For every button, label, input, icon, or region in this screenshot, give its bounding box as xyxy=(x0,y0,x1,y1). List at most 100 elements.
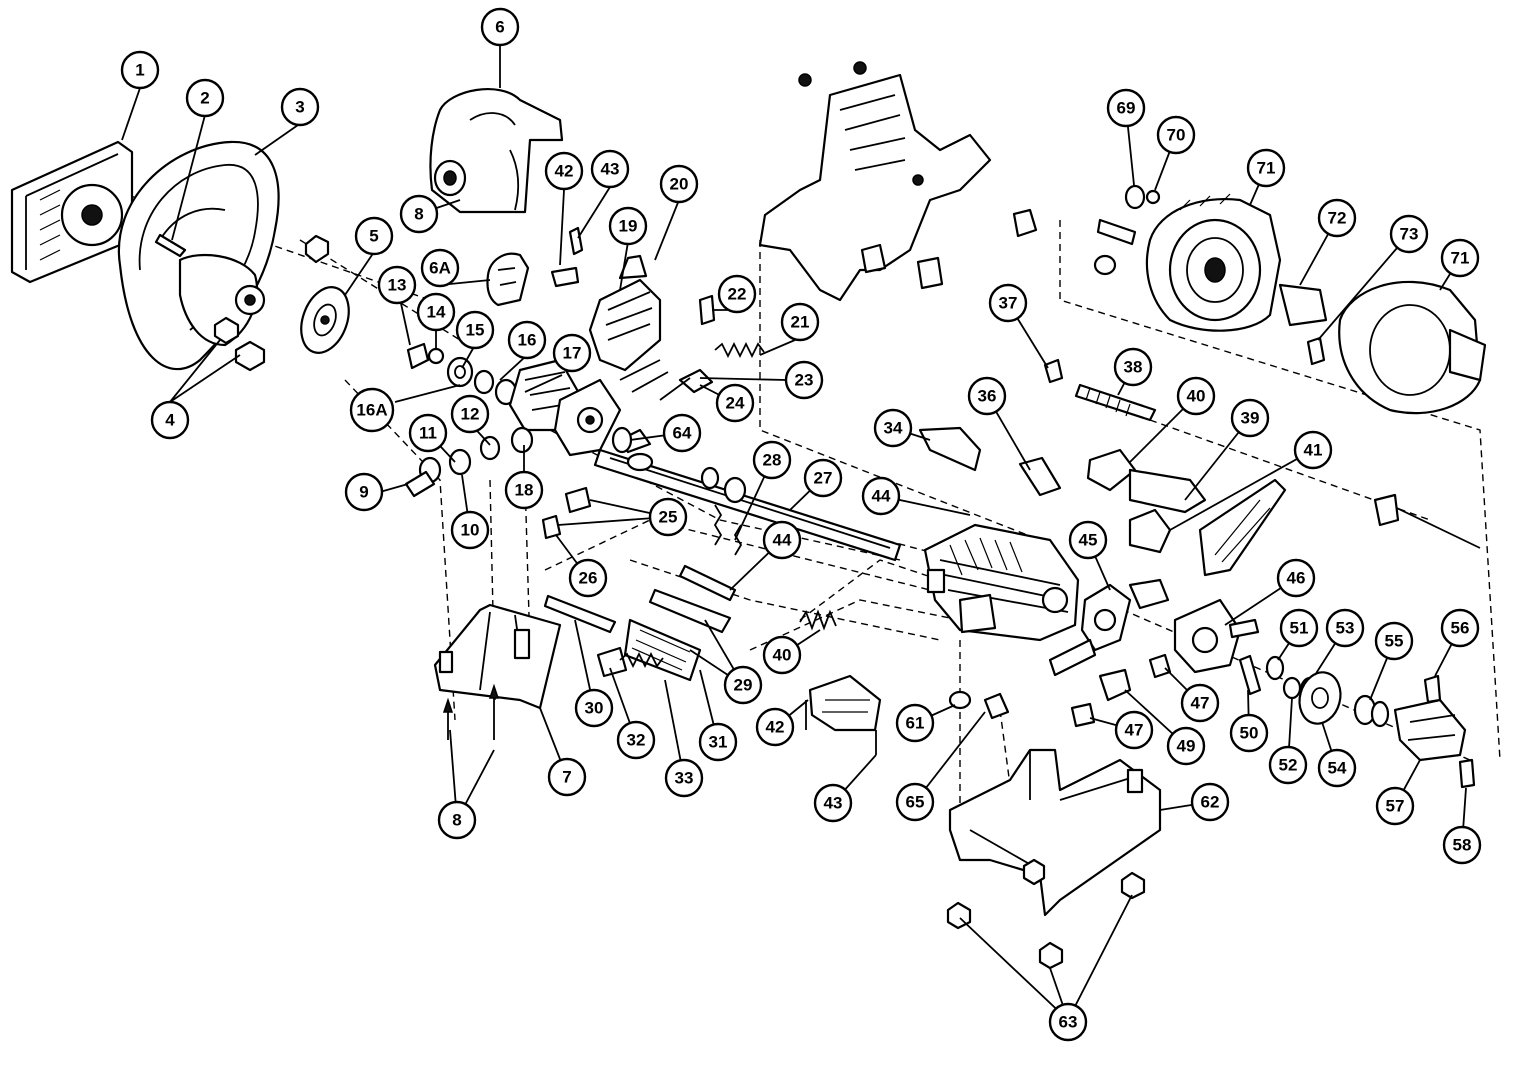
svg-text:10: 10 xyxy=(461,521,480,540)
svg-text:7: 7 xyxy=(562,768,571,787)
callout-8-lower: 8 xyxy=(437,800,477,840)
svg-text:69: 69 xyxy=(1117,99,1136,118)
callout-18: 18 xyxy=(504,470,544,510)
flange-45 xyxy=(1048,578,1170,677)
svg-text:34: 34 xyxy=(884,419,903,438)
parts-61-65 xyxy=(948,690,1010,720)
callout-23: 23 xyxy=(784,360,824,400)
svg-text:47: 47 xyxy=(1125,721,1144,740)
svg-text:70: 70 xyxy=(1167,126,1186,145)
svg-text:45: 45 xyxy=(1079,531,1098,550)
callout-33: 33 xyxy=(664,758,704,798)
svg-text:52: 52 xyxy=(1279,756,1298,775)
callout-45: 45 xyxy=(1068,520,1108,560)
svg-text:43: 43 xyxy=(601,160,620,179)
callout-4: 4 xyxy=(150,400,190,440)
svg-text:47: 47 xyxy=(1191,694,1210,713)
callout-2: 2 xyxy=(185,78,225,118)
svg-text:36: 36 xyxy=(978,387,997,406)
svg-text:1: 1 xyxy=(135,61,144,80)
boot-71 xyxy=(1338,280,1487,415)
switch-39-41 xyxy=(1086,448,1481,577)
callout-50: 50 xyxy=(1229,713,1269,753)
svg-text:38: 38 xyxy=(1124,358,1143,377)
svg-text:8: 8 xyxy=(414,205,423,224)
svg-text:14: 14 xyxy=(427,303,446,322)
spring-40-lower xyxy=(799,609,837,631)
screws-8 xyxy=(442,683,500,740)
springs-21-24 xyxy=(619,294,765,401)
callout-24: 24 xyxy=(715,383,755,423)
callout-42-upper: 42 xyxy=(544,151,584,191)
svg-text:28: 28 xyxy=(763,451,782,470)
callout-36: 36 xyxy=(967,376,1007,416)
callout-62: 62 xyxy=(1190,782,1230,822)
svg-text:25: 25 xyxy=(659,508,678,527)
svg-text:40: 40 xyxy=(1187,387,1206,406)
upper-shroud-6 xyxy=(429,88,564,214)
callout-10: 10 xyxy=(450,510,490,550)
svg-text:43: 43 xyxy=(824,794,843,813)
callout-21: 21 xyxy=(780,302,820,342)
cancel-cam-5 xyxy=(300,286,350,354)
svg-text:42: 42 xyxy=(766,718,785,737)
svg-text:3: 3 xyxy=(295,98,304,117)
svg-text:49: 49 xyxy=(1177,737,1196,756)
u-joint-56-58 xyxy=(1393,674,1476,789)
callout-53: 53 xyxy=(1325,608,1365,648)
callouts: 1 2 3 4 5 6 6A 7 8 8 9 10 11 12 13 14 15… xyxy=(120,7,1482,1042)
callout-58: 58 xyxy=(1442,825,1482,865)
svg-text:41: 41 xyxy=(1304,441,1323,460)
callout-70: 70 xyxy=(1156,115,1196,155)
callout-3: 3 xyxy=(280,87,320,127)
wheel-bolt-2 xyxy=(154,233,187,258)
svg-text:29: 29 xyxy=(734,676,753,695)
callout-43-upper: 43 xyxy=(590,149,630,189)
svg-text:73: 73 xyxy=(1400,225,1419,244)
lock-housing-cover-6a xyxy=(486,252,530,307)
callout-40-lower: 40 xyxy=(762,635,802,675)
lock-housing-19-20 xyxy=(553,254,662,457)
lower-shroud-7 xyxy=(433,603,562,710)
svg-text:54: 54 xyxy=(1328,759,1347,778)
callout-1: 1 xyxy=(120,50,160,90)
top-mounting-bracket xyxy=(758,61,1038,302)
svg-text:2: 2 xyxy=(200,89,209,108)
svg-text:58: 58 xyxy=(1453,836,1472,855)
svg-text:12: 12 xyxy=(461,405,480,424)
svg-text:64: 64 xyxy=(673,424,692,443)
callout-14: 14 xyxy=(416,292,456,332)
svg-text:50: 50 xyxy=(1240,724,1259,743)
callout-19: 19 xyxy=(608,206,648,246)
column-shaft-27 xyxy=(593,428,902,562)
svg-text:20: 20 xyxy=(670,175,689,194)
svg-text:21: 21 xyxy=(791,313,810,332)
callout-71-left: 71 xyxy=(1246,148,1286,188)
callout-9: 9 xyxy=(344,472,384,512)
callout-64: 64 xyxy=(662,413,702,453)
svg-text:37: 37 xyxy=(999,294,1018,313)
callout-31: 31 xyxy=(698,722,738,762)
svg-text:19: 19 xyxy=(619,217,638,236)
callout-47-right: 47 xyxy=(1180,683,1220,723)
svg-text:6: 6 xyxy=(495,18,504,37)
callout-51: 51 xyxy=(1279,608,1319,648)
svg-text:26: 26 xyxy=(579,569,598,588)
svg-text:40: 40 xyxy=(773,646,792,665)
callout-27: 27 xyxy=(803,458,843,498)
callout-63: 63 xyxy=(1048,1002,1088,1042)
callout-49: 49 xyxy=(1166,726,1206,766)
svg-text:56: 56 xyxy=(1451,619,1470,638)
wheel-nuts-4 xyxy=(213,316,266,372)
callout-11: 11 xyxy=(408,413,448,453)
svg-text:16: 16 xyxy=(518,331,537,350)
callout-8-upper: 8 xyxy=(399,194,439,234)
callout-30: 30 xyxy=(574,688,614,728)
svg-text:30: 30 xyxy=(585,699,604,718)
svg-text:61: 61 xyxy=(906,714,925,733)
svg-text:42: 42 xyxy=(555,162,574,181)
callout-40-upper: 40 xyxy=(1176,376,1216,416)
steering-wheel xyxy=(117,140,280,371)
svg-text:65: 65 xyxy=(906,793,925,812)
